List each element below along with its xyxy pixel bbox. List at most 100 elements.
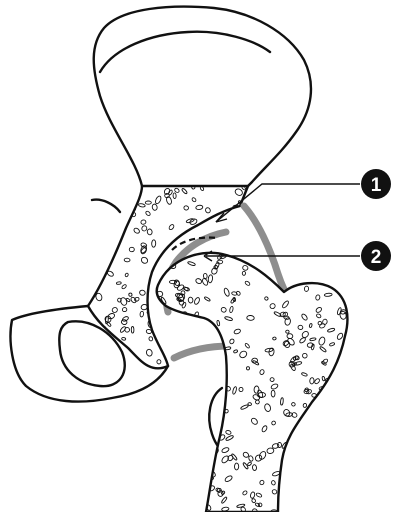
trabecular-pore	[340, 275, 346, 281]
trabecular-pore	[215, 352, 219, 356]
trabecular-pore	[163, 447, 168, 452]
trabecular-pore	[160, 487, 168, 490]
trabecular-pore	[316, 269, 321, 274]
trabecular-pore	[175, 374, 181, 382]
trabecular-pore	[332, 414, 336, 423]
trabecular-pore	[344, 358, 353, 366]
trabecular-pore	[343, 443, 351, 449]
trabecular-pore	[176, 436, 183, 445]
trabecular-pore	[228, 214, 231, 219]
trabecular-pore	[325, 440, 331, 447]
trabecular-pore	[184, 405, 187, 411]
trabecular-pore	[159, 318, 165, 324]
callout-2-badge: 2	[361, 241, 391, 271]
trabecular-pore	[105, 185, 108, 193]
trabecular-pore	[344, 356, 350, 364]
trabecular-pore	[153, 445, 162, 453]
trabecular-pore	[111, 211, 115, 215]
trabecular-pore	[316, 467, 322, 473]
trabecular-pore	[200, 417, 207, 424]
trabecular-pore	[152, 298, 158, 304]
trabecular-pore	[187, 475, 194, 482]
trabecular-pore	[298, 442, 302, 447]
iliac-inner-line	[100, 32, 270, 72]
trabecular-pore	[187, 382, 192, 386]
trabecular-pore	[96, 208, 104, 216]
trabecular-pore	[169, 422, 173, 431]
trabecular-pore	[84, 241, 89, 247]
trabecular-pore	[330, 379, 337, 387]
trabecular-pore	[299, 436, 306, 443]
trabecular-pore	[295, 470, 302, 478]
trabecular-pore	[99, 208, 104, 214]
trabecular-pore	[213, 412, 219, 417]
trabecular-pore	[305, 411, 314, 419]
trabecular-pore	[304, 488, 310, 494]
trabecular-pore	[208, 222, 214, 228]
iliac-wing-outline	[94, 7, 311, 186]
trabecular-pore	[191, 452, 198, 458]
trabecular-pore	[100, 266, 105, 274]
trabecular-pore	[288, 452, 295, 458]
trabecular-pore	[156, 318, 164, 326]
trabecular-pore	[199, 409, 204, 415]
trabecular-pore	[131, 357, 137, 365]
trabecular-pore	[171, 368, 176, 373]
trabecular-pore	[342, 393, 348, 398]
trabecular-pore	[320, 494, 326, 499]
trabecular-pore	[288, 271, 295, 280]
trabecular-pore	[241, 248, 247, 255]
trabecular-pore	[303, 439, 308, 443]
trabecular-pore	[184, 483, 190, 488]
trabecular-pore	[108, 362, 113, 368]
trabecular-pore	[168, 400, 173, 405]
trabecular-pore	[190, 478, 196, 485]
trabecular-pore	[160, 427, 169, 432]
trabecular-pore	[313, 408, 319, 416]
trabecular-pore	[334, 380, 342, 388]
trabecular-pore	[229, 247, 234, 251]
callout-1-number: 1	[371, 175, 382, 196]
trabecular-pore	[88, 275, 94, 280]
trabecular-pore	[164, 375, 170, 383]
trabecular-pore	[188, 233, 194, 237]
trabecular-pore	[189, 356, 194, 362]
trabecular-pore	[157, 508, 163, 512]
trabecular-pore	[300, 458, 309, 467]
trabecular-pore	[282, 256, 290, 264]
trabecular-pore	[167, 457, 173, 464]
joint-capsule-lower	[174, 346, 230, 358]
trabecular-pore	[210, 350, 218, 358]
trabecular-pore	[85, 281, 94, 289]
trabecular-pore	[97, 191, 104, 198]
trabecular-pore	[194, 448, 198, 455]
trabecular-pore	[308, 493, 315, 500]
trabecular-pore	[207, 364, 211, 370]
trabecular-pore	[190, 417, 195, 422]
trabecular-pore	[93, 230, 98, 236]
trabecular-pore	[101, 258, 106, 262]
trabecular-pore	[85, 207, 91, 213]
trabecular-pore	[211, 382, 218, 388]
trabecular-pore	[173, 503, 180, 506]
pelvis-lower-edge	[92, 200, 120, 212]
trabecular-pore	[299, 505, 306, 512]
trabecular-pore	[331, 434, 340, 439]
trabecular-pore	[199, 359, 205, 366]
trabecular-pore	[160, 393, 166, 398]
trabecular-pore	[334, 460, 342, 465]
trabecular-pore	[201, 418, 207, 423]
trabecular-pore	[298, 426, 303, 432]
trabecular-pore	[285, 458, 291, 464]
trabecular-pore	[129, 360, 132, 366]
callout-1-badge: 1	[361, 169, 391, 199]
trabecular-pore	[108, 244, 113, 249]
trabecular-pore	[337, 413, 341, 417]
trabecular-pore	[312, 276, 316, 281]
trabecular-pore	[234, 214, 239, 219]
trabecular-pore	[309, 497, 314, 505]
trabecular-pore	[201, 459, 205, 463]
trabecular-pore	[198, 324, 206, 331]
trabecular-pore	[190, 391, 196, 396]
